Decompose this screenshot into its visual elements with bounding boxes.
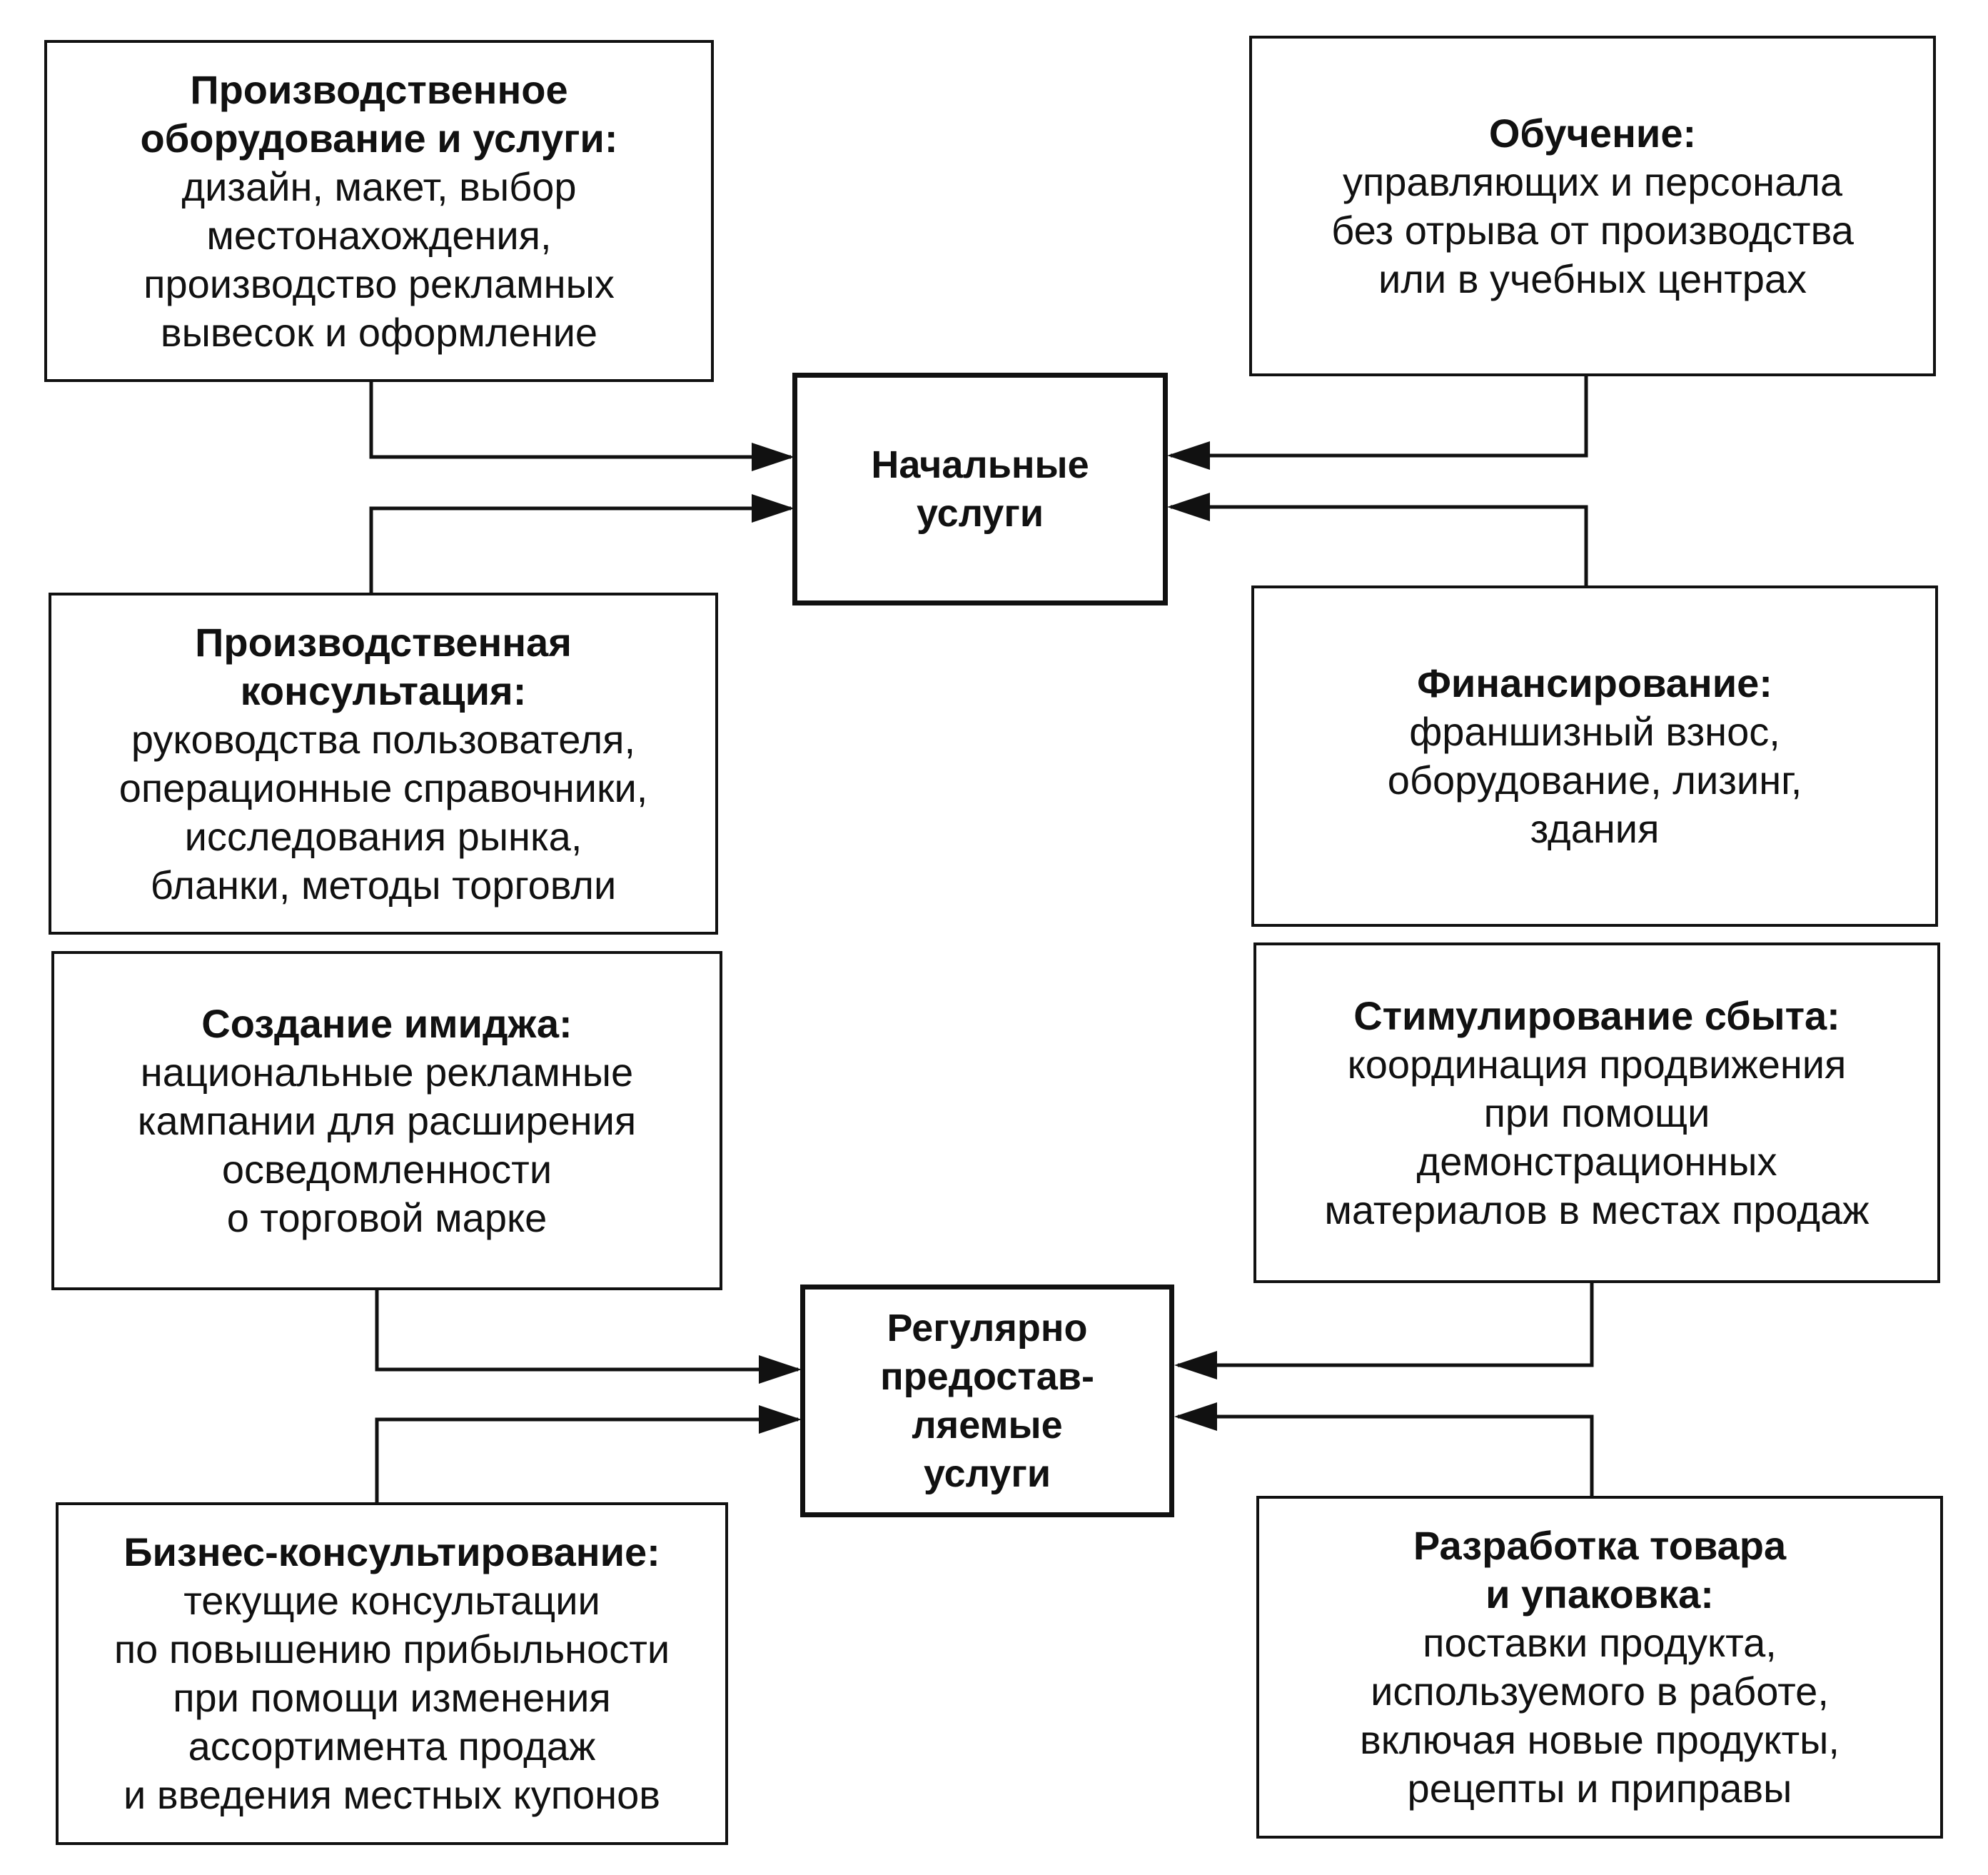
production-equipment-box: Производственное оборудование и услуги: … [44, 40, 714, 382]
regular-services-box: Регулярно предостав- ляемые услуги [800, 1285, 1174, 1517]
arrow-production-equipment-to-initial [369, 382, 794, 471]
image-building-body: национальные рекламные кампании для расш… [137, 1049, 637, 1240]
product-development-title: Разработка товара и упаковка: [1413, 1523, 1787, 1617]
regular-services-title: Регулярно предостав- ляемые услуги [880, 1307, 1094, 1495]
production-consulting-title: Производственная консультация: [195, 619, 572, 713]
business-consulting-box: Бизнес-консультирование: текущие консуль… [56, 1502, 728, 1845]
production-consulting-body: руководства пользователя, операционные с… [118, 716, 648, 908]
business-consulting-body: текущие консультации по повышению прибыл… [113, 1578, 670, 1817]
sales-promotion-box: Стимулирование сбыта: координация продви… [1253, 942, 1940, 1283]
image-building-title: Создание имиджа: [201, 1000, 572, 1046]
product-development-body: поставки продукта, используемого в работ… [1360, 1620, 1840, 1811]
arrow-image-building-to-regular [375, 1290, 802, 1384]
financing-body: франшизный взнос, оборудование, лизинг, … [1387, 709, 1802, 851]
training-body: управляющих и персонала без отрыва от пр… [1331, 159, 1854, 301]
arrow-financing-to-initial [1167, 493, 1588, 585]
initial-services-box: Начальные услуги [792, 373, 1168, 605]
financing-title: Финансирование: [1417, 660, 1772, 705]
business-consulting-title: Бизнес-консультирование: [123, 1529, 660, 1574]
arrow-training-to-initial [1167, 376, 1588, 470]
training-title: Обучение: [1488, 110, 1697, 156]
arrow-sales-promotion-to-regular [1174, 1283, 1594, 1379]
production-equipment-body: дизайн, макет, выбор местонахождения, пр… [143, 164, 615, 355]
production-equipment-title: Производственное оборудование и услуги: [140, 66, 618, 161]
sales-promotion-body: координация продвижения при помощи демон… [1324, 1041, 1870, 1232]
sales-promotion-title: Стимулирование сбыта: [1353, 992, 1840, 1038]
arrow-product-development-to-regular [1174, 1402, 1594, 1496]
production-consulting-box: Производственная консультация: руководст… [49, 593, 718, 935]
arrow-business-consulting-to-regular [375, 1405, 802, 1502]
arrow-production-consulting-to-initial [369, 494, 794, 593]
training-box: Обучение: управляющих и персонала без от… [1249, 36, 1936, 376]
product-development-box: Разработка товара и упаковка: поставки п… [1256, 1496, 1943, 1839]
initial-services-title: Начальные услуги [871, 443, 1089, 535]
image-building-box: Создание имиджа: национальные рекламные … [51, 951, 722, 1290]
financing-box: Финансирование: франшизный взнос, оборуд… [1251, 585, 1938, 927]
